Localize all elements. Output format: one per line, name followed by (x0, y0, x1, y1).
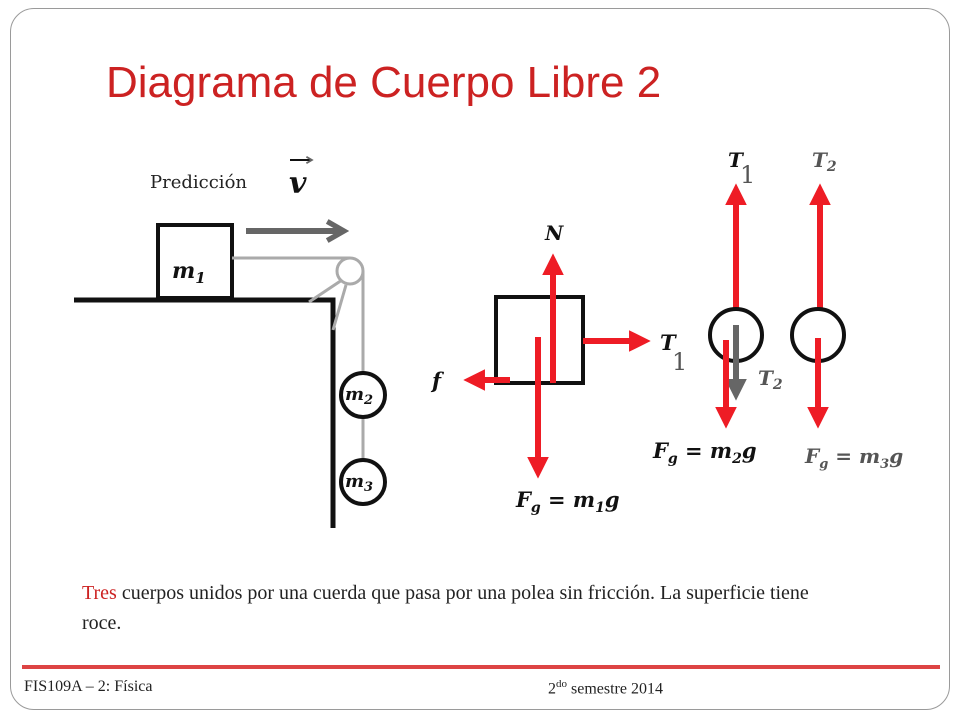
slide-frame (10, 8, 950, 710)
pulley-support (308, 278, 343, 304)
weight-m3-label: Fg = m3g (804, 444, 903, 472)
tension-t1-subscript: 1 (672, 348, 687, 376)
weight-m1-label: Fg = m1g (515, 487, 620, 516)
fbd-m3: T2 Fg = m3g (790, 148, 903, 472)
caption-text: cuerpos unidos por una cuerda que pasa p… (82, 582, 809, 634)
block-m1 (156, 223, 234, 300)
velocity-symbol-text: v (289, 166, 307, 201)
mass-m2-label: m2 (345, 384, 373, 408)
mass-m3 (339, 458, 387, 506)
pulley-support-2 (331, 284, 348, 331)
tension-t1-up-label: T (728, 148, 745, 172)
mass-m3-label: m3 (345, 471, 373, 495)
footer-semester: 2do semestre 2014 (548, 678, 663, 698)
weight-m2-label: Fg = m2g (652, 438, 757, 467)
pulley (335, 256, 365, 286)
velocity-symbol: v (289, 160, 312, 201)
mass-m2 (339, 371, 387, 419)
tension-t1-label: T (660, 330, 677, 355)
tension-t1-up-subscript: 1 (740, 161, 755, 189)
block-m1-label: m1 (172, 258, 206, 287)
slide-title: Diagrama de Cuerpo Libre 2 (106, 58, 662, 107)
system-setup: Predicción v m1 m2 m3 (74, 160, 387, 528)
table-edge (74, 297, 336, 528)
fbd-m2: T 1 T2 Fg = m2g (652, 148, 783, 467)
tension-t2-up-label: T2 (812, 148, 837, 175)
normal-force-label: N (544, 221, 564, 245)
slide-caption: Tres cuerpos unidos por una cuerda que p… (82, 578, 842, 638)
fbd-m1: N Fg = m1g T 1 f (430, 221, 687, 516)
footer-course: FIS109A – 2: Física (24, 678, 153, 695)
friction-force-label: f (430, 368, 445, 393)
caption-highlight: Tres (82, 582, 117, 604)
tension-t2-down-label: T2 (758, 366, 783, 393)
prediction-label: Predicción (150, 172, 247, 193)
footer-divider (22, 665, 940, 669)
